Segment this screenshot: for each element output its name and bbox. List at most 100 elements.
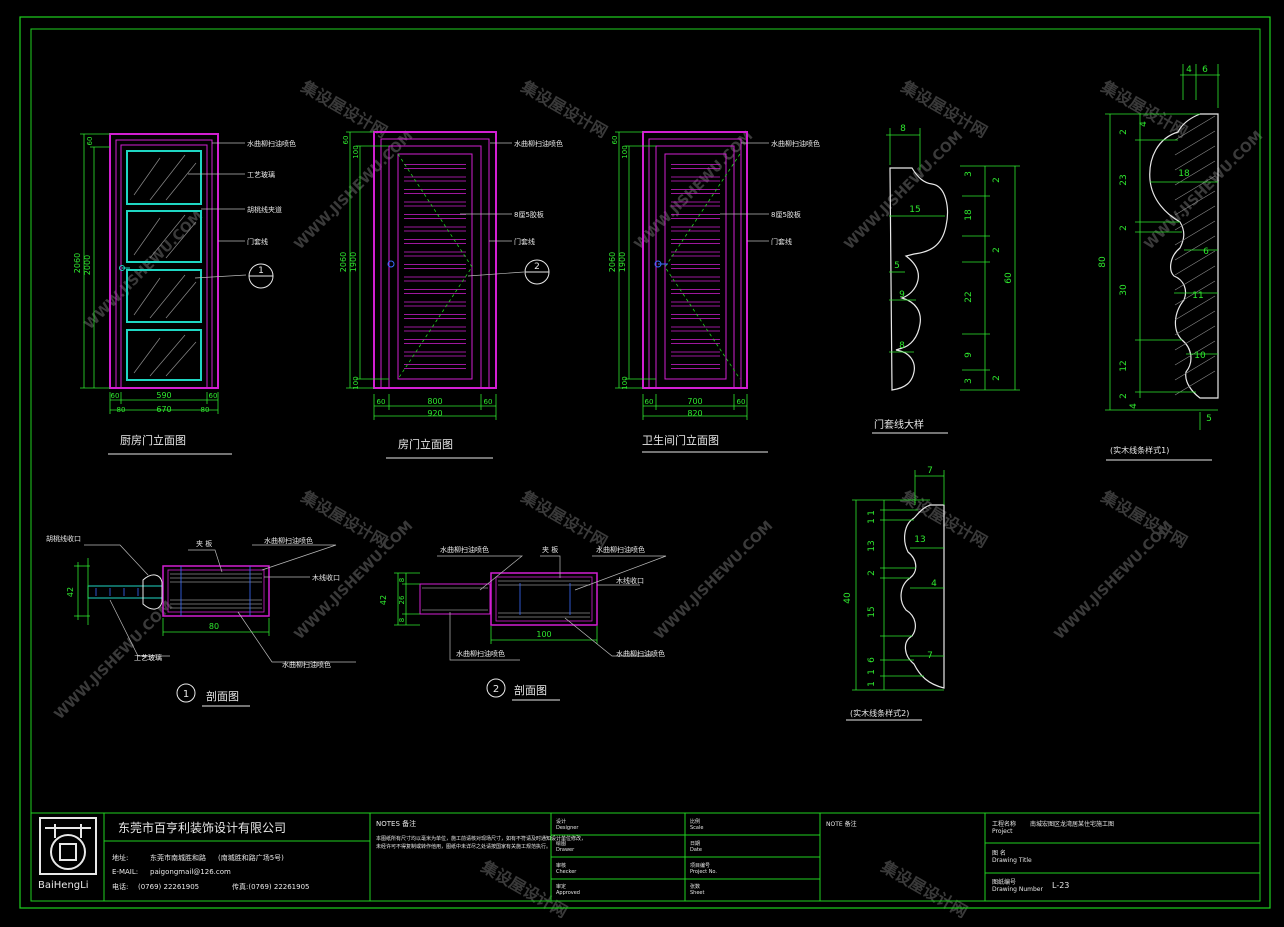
dimension-text: 3 (964, 171, 974, 177)
watermark-text: WWW.JISHEWU.COM (652, 518, 777, 643)
dimension-text: 100 (352, 145, 360, 158)
title-block-value: paigongmail@126.com (150, 868, 231, 876)
leader-label: 水曲柳扫油喷色 (616, 649, 665, 658)
dimension-text: 1900 (349, 252, 358, 272)
title-block-label: 地址: (112, 853, 128, 862)
watermark-text: 集设屋设计网 (517, 77, 611, 142)
dimension-text: 4 (931, 579, 937, 589)
bath-door-louvers (671, 164, 720, 369)
leader-label: 门套线 (771, 237, 792, 246)
moulding-2-hatch (1174, 115, 1216, 396)
dimension-text: 820 (687, 409, 702, 418)
dimension-text: 700 (687, 397, 702, 406)
hatch-line (1174, 250, 1216, 276)
dimension-text: 30 (1119, 284, 1129, 296)
section-1-detail (74, 544, 356, 707)
leader-label: 水曲柳扫油喷色 (247, 139, 296, 148)
room-door-louvers (404, 164, 466, 369)
dimension-text: 10 (1194, 351, 1206, 361)
dimension-text: 100 (352, 376, 360, 389)
dimension-text: 4 (1186, 65, 1192, 75)
dimension-text: 80 (117, 406, 126, 414)
dimension-text: 2 (1119, 129, 1129, 135)
drawing-title: (实木线条样式1) (1110, 445, 1169, 455)
dimension-text: 100 (621, 376, 629, 389)
leader-label: 胡桃线夹道 (247, 205, 282, 214)
leader-label: 8厘5胶板 (771, 210, 801, 219)
dimension-text: 2 (1119, 393, 1129, 399)
dimension-text: 100 (536, 630, 551, 639)
hatch-line (1174, 175, 1216, 201)
leader-label: 水曲柳扫油喷色 (771, 139, 820, 148)
title-block-label: E-MAIL: (112, 868, 138, 876)
kitchen-door-elevation (80, 133, 274, 455)
dimension-text: 13 (867, 540, 877, 551)
leader-label: 8厘5胶板 (514, 210, 544, 219)
kitchen-door-glass-panels (126, 150, 202, 381)
watermark-layer: 集设屋设计网集设屋设计网集设屋设计网集设屋设计网集设屋设计网集设屋设计网集设屋设… (52, 77, 1267, 922)
dimension-text: 2 (992, 375, 1002, 381)
leader-label: 胡桃线收口 (46, 534, 81, 543)
notes-text: 本图纸所有尺寸均以毫米为单位，施工前请核对现场尺寸，如有不符请及时通知设计单位修… (376, 835, 586, 850)
title-block-value: (0769) 22261905 (138, 883, 199, 891)
title-block-label: NOTES 备注 (376, 819, 416, 828)
leader-label: 门套线 (514, 237, 535, 246)
drawing-title: 门套线大样 (874, 418, 924, 431)
dimension-text: 1 (867, 510, 877, 516)
dimension-text: 9 (899, 290, 905, 300)
bath-door-elevation (615, 131, 769, 453)
watermark-text: WWW.JISHEWU.COM (842, 128, 967, 253)
drawing-title: 房门立面图 (398, 437, 453, 451)
leader-label: 夹 板 (196, 539, 212, 548)
title-block-value: 南城宏图区龙湾居某住宅施工图 (1030, 820, 1114, 828)
leader-label: 夹 板 (542, 545, 558, 554)
dimension-text: 2060 (608, 252, 617, 272)
leader-label: 木线收口 (312, 573, 340, 582)
drawing-title: 剖面图 (514, 683, 547, 697)
dimension-text: 40 (843, 592, 853, 604)
room-door-elevation (346, 131, 550, 459)
drawing-title: 卫生间门立面图 (642, 433, 719, 447)
dimension-text: 800 (427, 397, 442, 406)
dimension-text: 8 (398, 578, 406, 582)
hatch-line (1174, 115, 1216, 141)
detail-callout-number: 1 (258, 266, 264, 276)
title-block-value: 东莞市南城胜和路 (150, 853, 206, 862)
dimension-text: 3 (964, 378, 974, 384)
leader-label: 工艺玻璃 (134, 653, 162, 662)
dimension-text: 12 (1119, 360, 1129, 371)
dimension-text: 60 (209, 392, 218, 400)
title-block-frame (30, 812, 1261, 902)
dimension-text: 1900 (618, 252, 627, 272)
hatch-line (1174, 205, 1216, 231)
logo-text: BaiHengLi (38, 880, 88, 891)
dimension-text: 6 (1202, 65, 1208, 75)
leader-label: 水曲柳扫油喷色 (440, 545, 489, 554)
dimension-text: 2 (992, 247, 1002, 253)
title-block-label: 传真:(0769) 22261905 (232, 882, 310, 891)
hatch-line (1174, 265, 1216, 291)
dimension-text: 8 (899, 341, 905, 351)
leader-label: 水曲柳扫油喷色 (456, 649, 505, 658)
watermark-text: WWW.JISHEWU.COM (1142, 128, 1267, 253)
hatch-line (1174, 325, 1216, 351)
dimension-text: 15 (909, 205, 920, 215)
dimension-text: 7 (927, 651, 933, 661)
hatch-line (1174, 310, 1216, 336)
dimension-text: 8 (900, 124, 906, 134)
dimension-text: 22 (964, 291, 974, 302)
section-number: 1 (183, 689, 189, 700)
dimension-text: 60 (86, 137, 94, 146)
dimension-text: 5 (1206, 414, 1212, 424)
leader-label: 木线收口 (616, 576, 644, 585)
dimension-text: 9 (964, 352, 974, 358)
leader-label: 水曲柳扫油喷色 (596, 545, 645, 554)
dimension-text: 80 (201, 406, 210, 414)
drawing-title: (实木线条样式2) (850, 708, 909, 718)
hatch-line (1174, 220, 1216, 246)
